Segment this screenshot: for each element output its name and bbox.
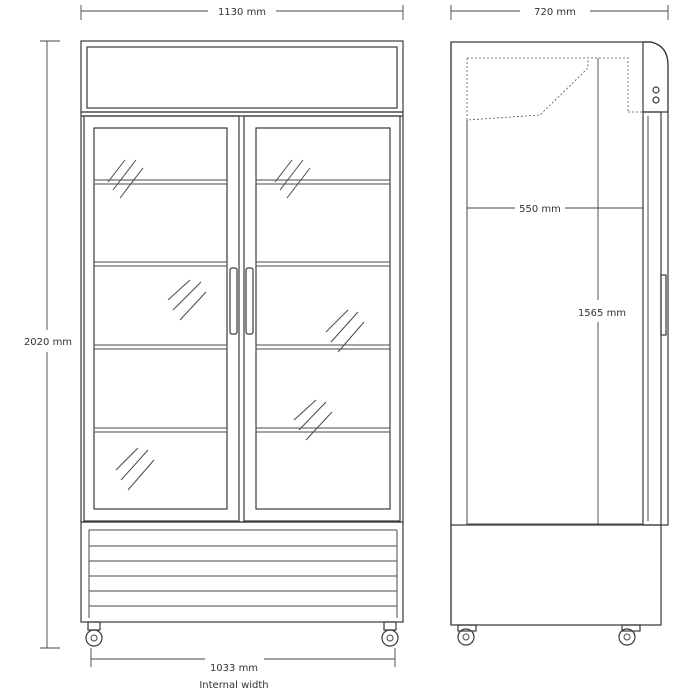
side-control-panel — [642, 41, 669, 113]
side-outline — [450, 41, 669, 626]
height-label: 2020 mm — [24, 337, 72, 348]
side-handle — [660, 274, 667, 336]
internal-height-label: 1565 mm — [578, 308, 626, 319]
front-base — [80, 521, 404, 623]
side-depth-label: 720 mm — [534, 7, 576, 18]
side-interior-outline — [466, 57, 643, 121]
dimension-labels: 1130 mm 720 mm 2020 mm 550 mm 1565 mm 10… — [24, 7, 626, 691]
front-canopy-panel — [86, 46, 398, 109]
front-left-caster — [85, 621, 103, 647]
right-door-handle — [245, 267, 254, 335]
base-grille — [88, 529, 398, 618]
right-shelves — [255, 179, 391, 433]
glass-reflections — [107, 159, 365, 491]
internal-width-caption: Internal width — [199, 680, 268, 691]
left-door-glass — [93, 127, 228, 510]
side-door-edge — [642, 111, 662, 526]
internal-width-value: 1033 mm — [210, 663, 258, 674]
left-door-handle — [229, 267, 238, 335]
side-left-caster — [457, 624, 477, 646]
front-cabinet — [80, 111, 404, 523]
control-knob-top — [652, 86, 660, 94]
dimension-lines — [40, 5, 669, 667]
front-right-caster — [381, 621, 399, 647]
internal-depth-label: 550 mm — [519, 204, 561, 215]
front-canopy — [80, 40, 404, 113]
left-door — [83, 115, 240, 522]
right-door-glass — [255, 127, 391, 510]
left-shelves — [93, 179, 228, 433]
front-width-label: 1130 mm — [218, 7, 266, 18]
control-knob-bottom — [652, 96, 660, 104]
front-view — [80, 40, 404, 647]
side-view — [450, 41, 669, 646]
side-inner-cabinet — [466, 120, 643, 525]
right-door — [243, 115, 401, 522]
side-right-caster — [618, 624, 641, 646]
